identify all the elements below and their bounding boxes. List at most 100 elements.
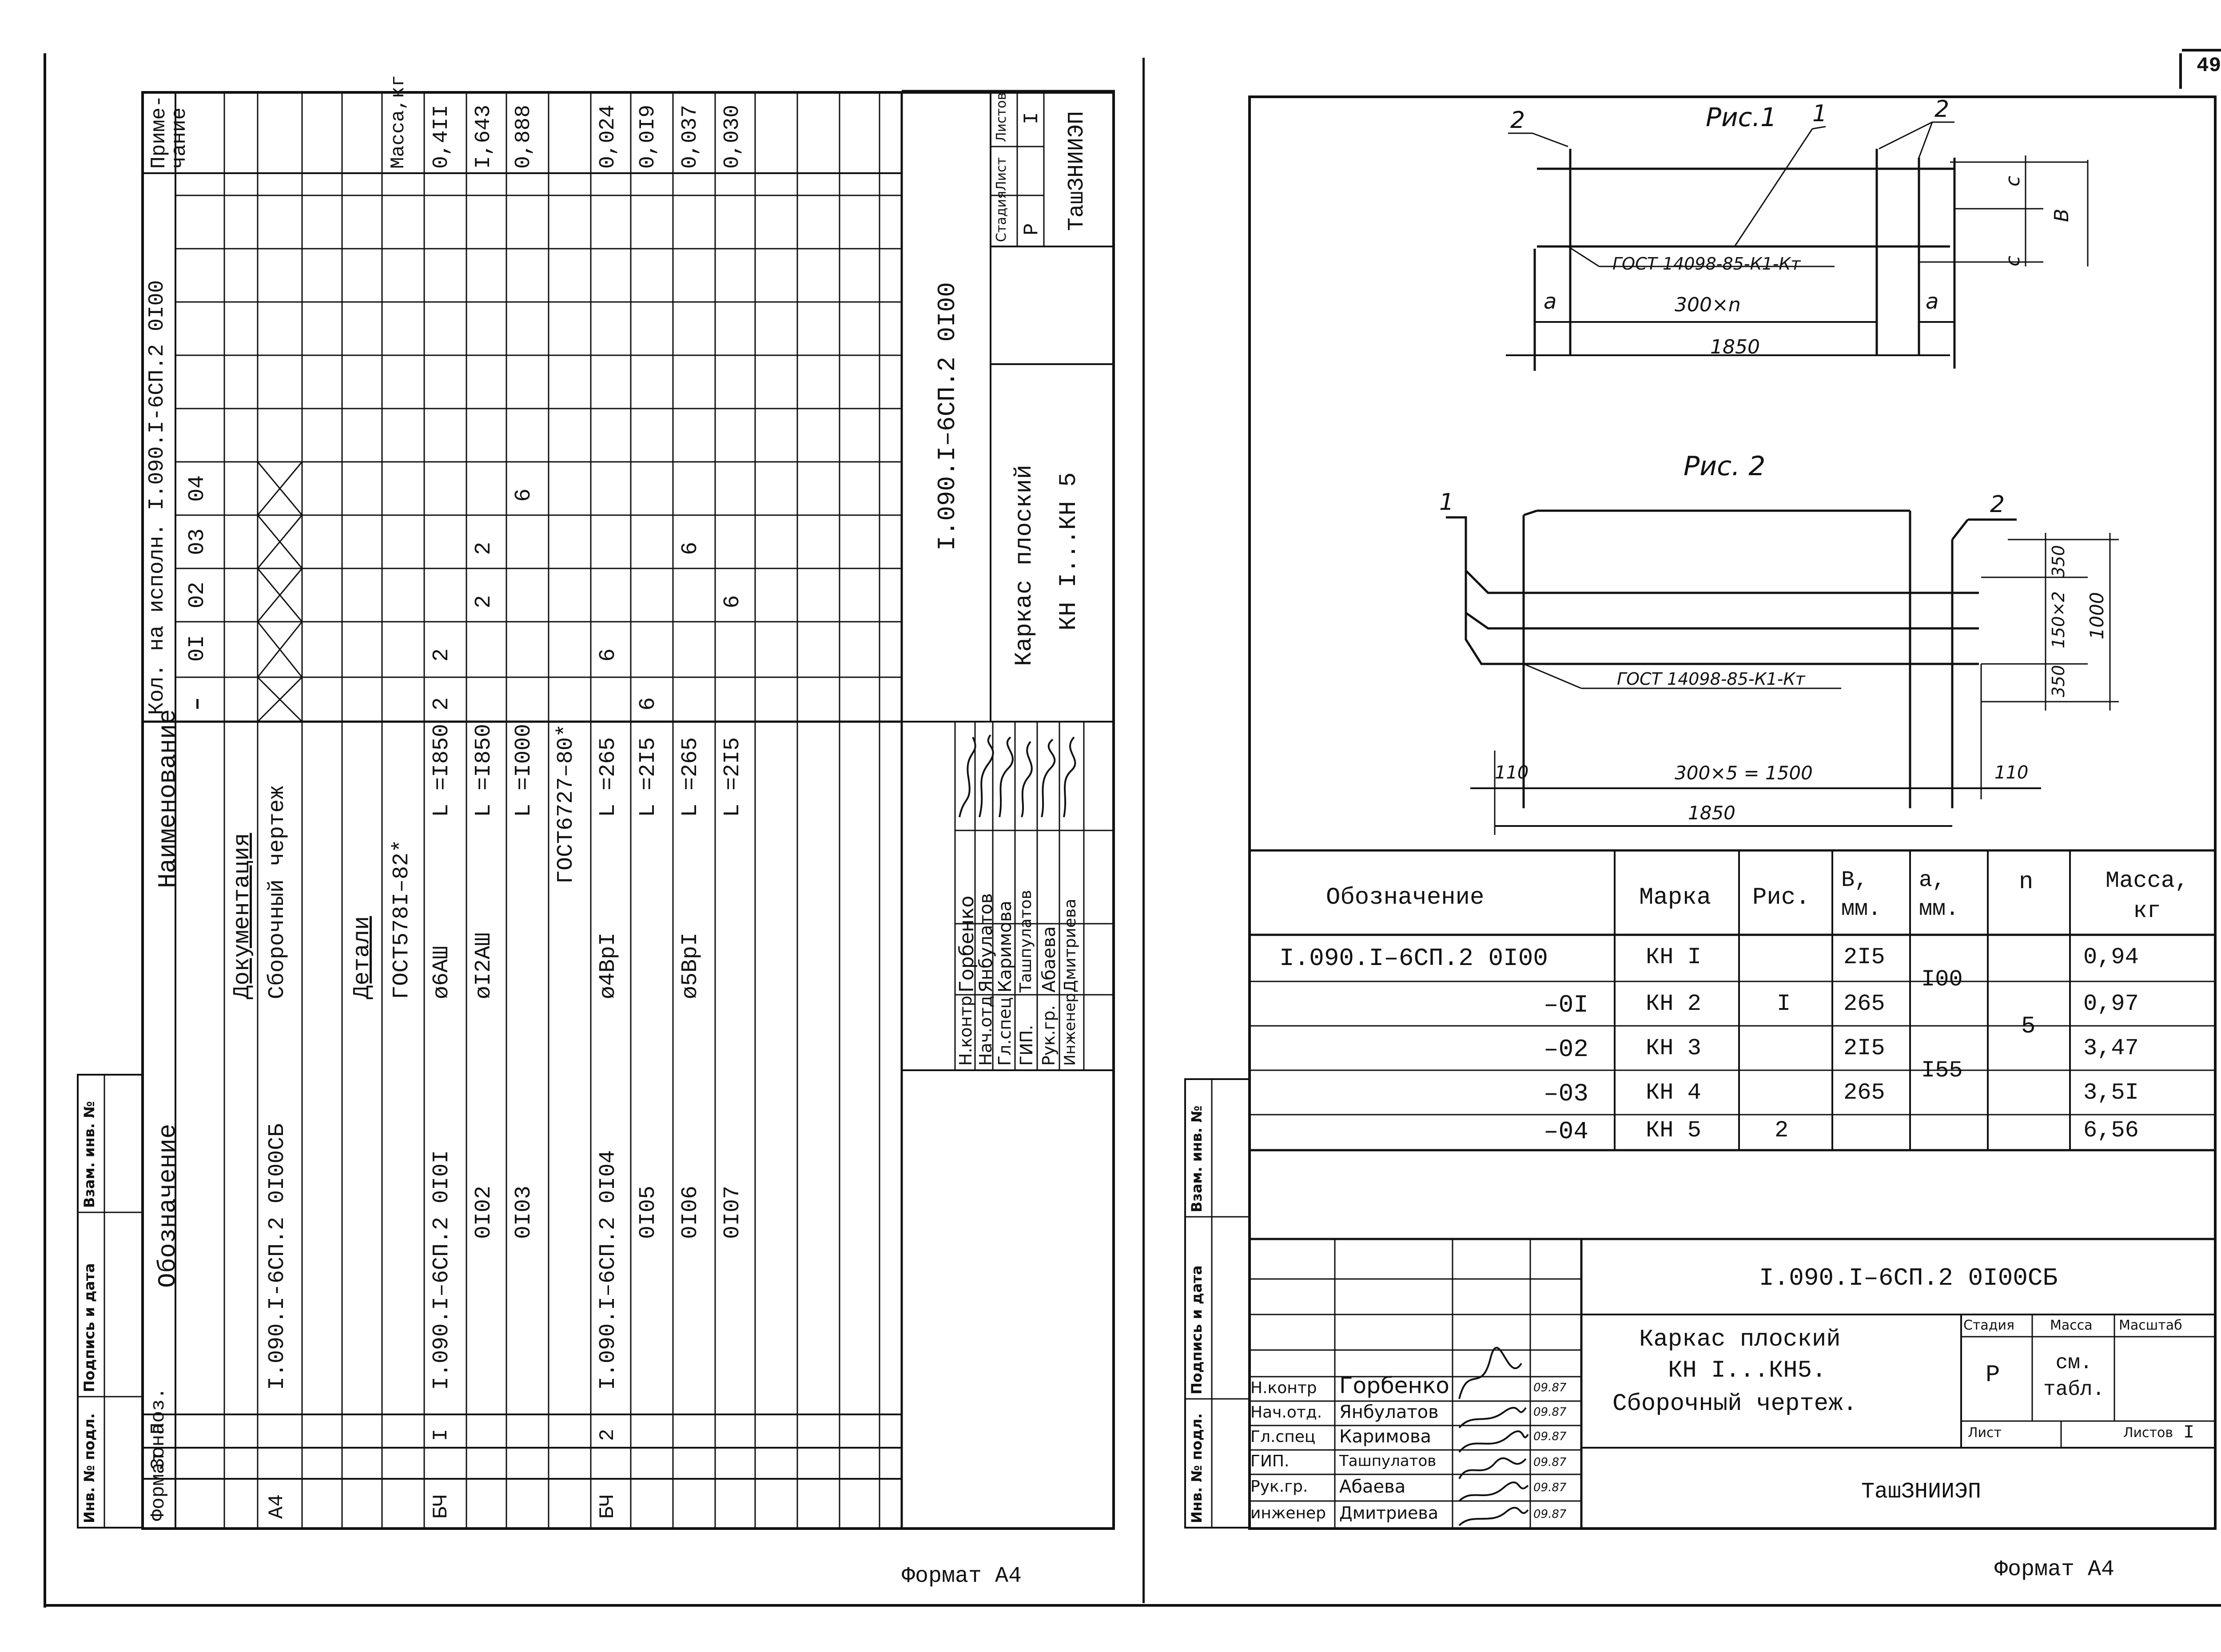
fig2-gost: ГОСТ 14098-85-К1-Кт [1617,669,1805,689]
page-top-left-mark [44,53,46,1608]
table-row4-mass: 6,56 [2083,1117,2139,1144]
table-merged-fig-1: I [1777,991,1791,1017]
right-stamp-title1: Каркас плоский [1639,1326,1841,1353]
right-stamp-signatures [1458,1346,1529,1526]
table-row0-mark: КН I [1646,944,1701,970]
right-stamp-date-0: 09.87 [1533,1381,1567,1394]
table-header-fig: Рис. [1752,884,1810,911]
right-stamp-title2: КН I...КН5. [1668,1357,1827,1384]
table-row3-b: 265 [1843,1080,1885,1106]
fig1-dim-b: B [2050,208,2073,222]
right-stamp-date-2: 09.87 [1533,1430,1567,1443]
fig2-callout-1: 1 [1439,489,1454,516]
table-row2-des: –02 [1544,1035,1588,1064]
right-stamp-name-2: Каримова [1339,1426,1432,1447]
right-stamp-mass-label: Масса [2050,1318,2093,1333]
table-row1-b: 265 [1843,991,1885,1017]
right-side-label-0: Инв. № подл. [1188,1413,1205,1523]
page-number-tick [2179,53,2182,89]
fig1-dim-a-left: a [1544,289,1557,314]
fig1-dim-c-bottom: c [2002,255,2024,266]
right-side-label-1: Подпись и дата [1188,1265,1205,1394]
fig2-dim-total: 1850 [1688,802,1735,824]
right-side-label-2: Взам. инв. № [1188,1105,1205,1212]
table-row0-des: I.090.I–6СП.2 0I00 [1279,944,1548,973]
table-row4-mark: КН 5 [1646,1117,1701,1144]
right-stamp-title3: Сборочный чертеж. [1612,1390,1857,1418]
fig2-dim-right: 110 [1994,762,2029,783]
right-stamp-sheet-label: Лист [1968,1425,2002,1441]
right-stamp-role-0: Н.контр [1250,1379,1317,1397]
fig1-dim-span: 300×n [1675,294,1741,316]
table-header-mass: Масса, кг [2106,868,2189,924]
right-stamp-mass: см. табл. [2043,1351,2105,1401]
table-merged-a-2: I55 [1921,1057,1963,1084]
right-stamp-name-3: Ташпулатов [1339,1452,1437,1470]
right-stamp-role-3: ГИП. [1250,1452,1290,1470]
right-stamp-code: I.090.I–6СП.2 0I00СБ [1759,1264,2058,1292]
table-header-a: a, мм. [1919,868,1959,922]
fig1-dim-total: 1850 [1710,336,1760,358]
table-row0-b: 2I5 [1843,944,1885,970]
page-number: 49 [2197,54,2221,77]
right-stamp-date-5: 09.87 [1533,1508,1567,1521]
table-merged-n: 5 [2021,1013,2036,1040]
table-row2-mark: КН 3 [1646,1035,1701,1061]
page-number-box [2182,49,2221,52]
right-stamp-date-3: 09.87 [1533,1456,1567,1469]
page-bottom-line [44,1604,2221,1607]
fig2-title: Рис. 2 [1684,451,1766,482]
right-stamp-scale-label: Масштаб [2119,1318,2182,1333]
fig1-callout-2a: 2 [1510,107,1525,134]
right-stamp-name-4: Абаева [1339,1477,1406,1497]
table-row1-mass: 0,97 [2083,991,2139,1017]
right-sheet-frame [1248,95,2217,1530]
table-header-n: n [2019,869,2034,896]
left-sheet-frame [141,91,1115,1530]
right-stamp-role-2: Гл.спец [1250,1428,1316,1446]
table-row1-des: –0I [1544,991,1588,1019]
table-header-mark: Марка [1639,884,1712,911]
fig2-callout-2: 2 [1990,491,2005,518]
right-stamp-org: ТашЗНИИЭП [1861,1479,1982,1505]
fig1-dim-c-top: c [2002,175,2024,187]
fig2-dim-v1: 350 [2049,545,2068,577]
table-row0-mass: 0,94 [2083,944,2139,970]
fig2-dim-span: 300×5 = 1500 [1675,762,1813,784]
fig2-dim-left: 110 [1495,762,1529,783]
table-row4-des: –04 [1544,1117,1588,1146]
right-stamp-role-4: Рук.гр. [1250,1477,1308,1496]
fig2-dim-vt: 1000 [2086,592,2108,639]
right-stamp-date-4: 09.87 [1533,1481,1567,1494]
table-row3-mark: КН 4 [1646,1080,1701,1106]
table-row3-des: –03 [1544,1080,1588,1108]
table-row1-mark: КН 2 [1646,991,1701,1017]
fig1-title: Рис.1 [1706,102,1777,132]
left-stamp-signatures [959,734,1076,818]
right-stamp-role-1: Нач.отд. [1250,1403,1322,1422]
fig1-callout-1: 1 [1812,100,1827,127]
left-format-caption: Формат А4 [902,1564,1022,1589]
right-stamp-date-1: 09.87 [1533,1406,1567,1419]
right-stamp-sheets-label: Листов [2123,1425,2173,1441]
fig1-gost: ГОСТ 14098-85-К1-Кт [1612,254,1801,274]
fig2-dim-v3: 350 [2049,665,2068,697]
table-merged-a-1: I00 [1921,966,1963,993]
right-stamp-sheets: I [2183,1422,2195,1443]
table-row2-b: 2I5 [1843,1035,1885,1061]
fig1-callout-2b: 2 [1934,96,1950,123]
right-stamp-stage: Р [1986,1362,2000,1389]
right-stamp-name-5: Дмитриева [1339,1503,1439,1523]
right-stamp-role-5: инженер [1250,1504,1326,1522]
table-row2-mass: 3,47 [2083,1035,2139,1061]
table-header-b: B, мм. [1841,868,1882,922]
fig1-dim-a-right: a [1926,289,1939,314]
right-format-caption: Формат А4 [1994,1557,2115,1582]
fig2-dim-v2: 150×2 [2049,591,2068,648]
table-header-designation: Обозначение [1326,884,1485,911]
right-stamp-stage-label: Стадия [1963,1318,2015,1333]
right-stamp-name-1: Янбулатов [1339,1402,1439,1422]
right-stamp-name-0: Горбенко [1339,1373,1449,1398]
